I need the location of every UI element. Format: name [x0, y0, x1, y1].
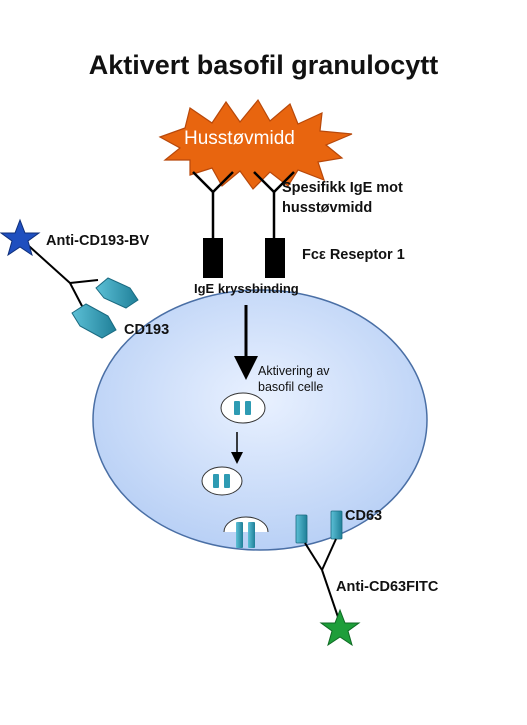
- green-star-icon: [319, 608, 361, 647]
- specific-ige-label-line1: Spesifikk IgE mot: [282, 180, 403, 196]
- page-title: Aktivert basofil granulocytt: [88, 50, 439, 80]
- basophil-cell: [92, 289, 428, 551]
- fce-receptor-left: [203, 238, 223, 278]
- cd63-marker-icon: [295, 514, 308, 544]
- fusing-granule-icon: [223, 516, 269, 548]
- anti-cd63-label: Anti-CD63FITC: [336, 579, 439, 595]
- allergen-starburst-icon: [158, 98, 353, 190]
- cd193-label: CD193: [124, 322, 170, 338]
- activation-label-line1: Aktivering av: [258, 364, 330, 378]
- granule-vesicle-icon: [220, 392, 266, 424]
- ige-antibody-right: [253, 171, 295, 238]
- cd193-marker-icon: [71, 303, 117, 339]
- specific-ige-label-line2: husstøvmidd: [282, 200, 373, 216]
- granule-vesicle-icon: [201, 466, 243, 496]
- anti-cd63-antibody: [304, 538, 340, 621]
- fce-receptor-right: [265, 238, 285, 278]
- allergen-label: Husstøvmidd: [184, 128, 295, 149]
- blue-star-icon: [0, 218, 41, 257]
- activation-label-line2: basofil celle: [258, 380, 324, 394]
- cd193-marker-icon: [95, 277, 139, 309]
- ige-antibody-left: [192, 171, 234, 238]
- crosslinking-label: IgE kryssbinding: [194, 281, 299, 296]
- cd63-marker-icon: [330, 510, 343, 540]
- cd63-label: CD63: [345, 508, 383, 524]
- fce-receptor-label: Fcε Reseptor 1: [302, 247, 405, 263]
- anti-cd193-label: Anti-CD193-BV: [46, 233, 150, 249]
